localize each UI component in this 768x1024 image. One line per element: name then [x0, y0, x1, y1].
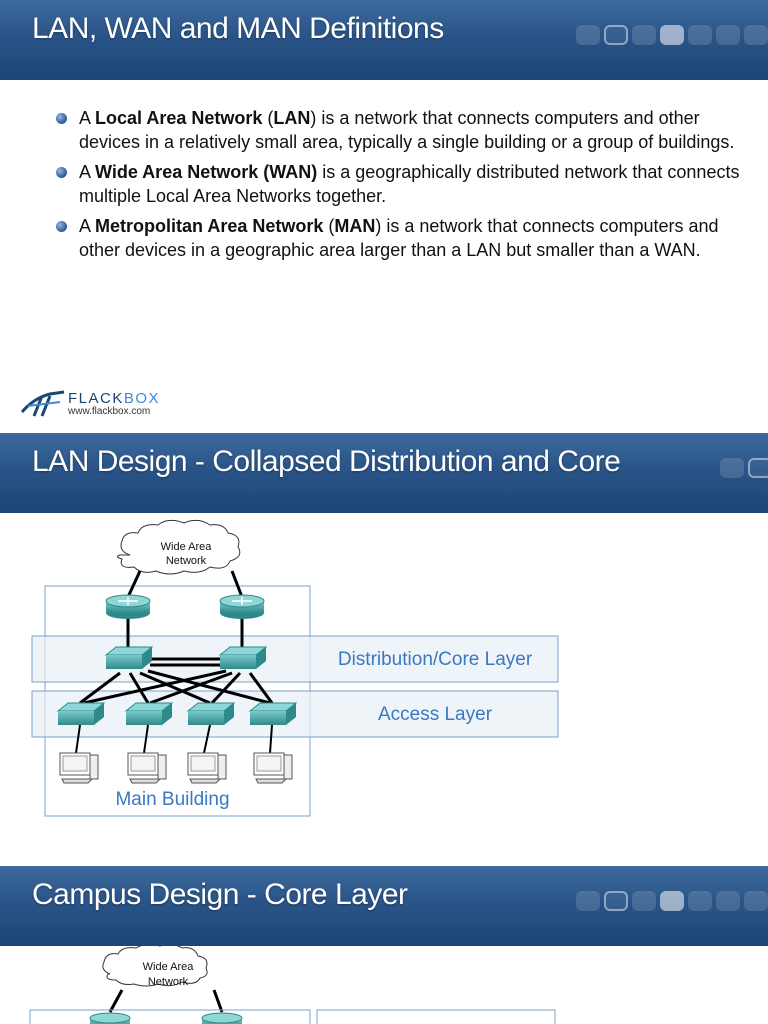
slide-lan-wan-man: LAN, WAN and MAN Definitions A Local Are…: [0, 0, 768, 430]
wan-cloud-icon: [116, 519, 241, 575]
bullet-icon: [56, 113, 67, 124]
distribution-switch-icon: [104, 646, 154, 669]
cloud-label-line1: Wide Area: [143, 961, 195, 973]
access-switch-icon: [124, 702, 174, 725]
wan-cloud-icon: [102, 946, 208, 987]
slide-lan-design: LAN Design - Collapsed Distribution and …: [0, 433, 768, 861]
access-layer-label: Access Layer: [377, 704, 493, 725]
access-switch-icon: [56, 702, 106, 725]
slide-campus-design: Campus Design - Core Layer Wide Area Net…: [0, 866, 768, 1024]
decorative-dots: [576, 891, 768, 911]
logo-wordmark: FLACKBOX: [68, 390, 161, 407]
campus-building-box: [29, 1009, 311, 1024]
main-building-label: Main Building: [115, 789, 230, 810]
computer-icon: [127, 752, 167, 784]
computer-icon: [187, 752, 227, 784]
bullet-icon: [56, 167, 67, 178]
cloud-label-line2: Network: [166, 555, 207, 567]
access-switch-icon: [186, 702, 236, 725]
slide-title-banner: LAN Design - Collapsed Distribution and …: [0, 433, 768, 513]
campus-layer-box: [316, 1009, 556, 1024]
distribution-switch-icon: [218, 646, 268, 669]
slide-title: Campus Design - Core Layer: [32, 878, 408, 911]
slide-title-banner: Campus Design - Core Layer: [0, 866, 768, 946]
definition-man: A Metropolitan Area Network (MAN) is a n…: [54, 214, 754, 262]
flackbox-logo: FLACKBOX www.flackbox.com: [20, 386, 180, 420]
lan-topology-diagram: Wide Area Network: [31, 519, 559, 817]
flackbox-logo-icon: [20, 390, 65, 417]
cloud-label-line1: Wide Area: [161, 541, 213, 553]
definition-lan: A Local Area Network (LAN) is a network …: [54, 106, 754, 154]
cloud-label-line2: Network: [148, 976, 189, 988]
router-icon: [105, 594, 151, 619]
bullet-icon: [56, 221, 67, 232]
distribution-core-layer-label: Distribution/Core Layer: [337, 649, 533, 670]
decorative-dots: [720, 458, 768, 478]
router-icon: [89, 1012, 131, 1024]
definition-wan: A Wide Area Network (WAN) is a geographi…: [54, 160, 754, 208]
campus-topology-diagram: Wide Area Network: [29, 946, 556, 1024]
slide-title: LAN Design - Collapsed Distribution and …: [32, 445, 621, 478]
access-switch-icon: [248, 702, 298, 725]
slide-title: LAN, WAN and MAN Definitions: [32, 12, 444, 45]
definition-list: A Local Area Network (LAN) is a network …: [54, 106, 754, 268]
computer-icon: [59, 752, 99, 784]
logo-url: www.flackbox.com: [68, 406, 151, 417]
router-icon: [201, 1012, 243, 1024]
slide-title-banner: LAN, WAN and MAN Definitions: [0, 0, 768, 80]
decorative-dots: [576, 25, 768, 45]
router-icon: [219, 594, 265, 619]
computer-icon: [253, 752, 293, 784]
